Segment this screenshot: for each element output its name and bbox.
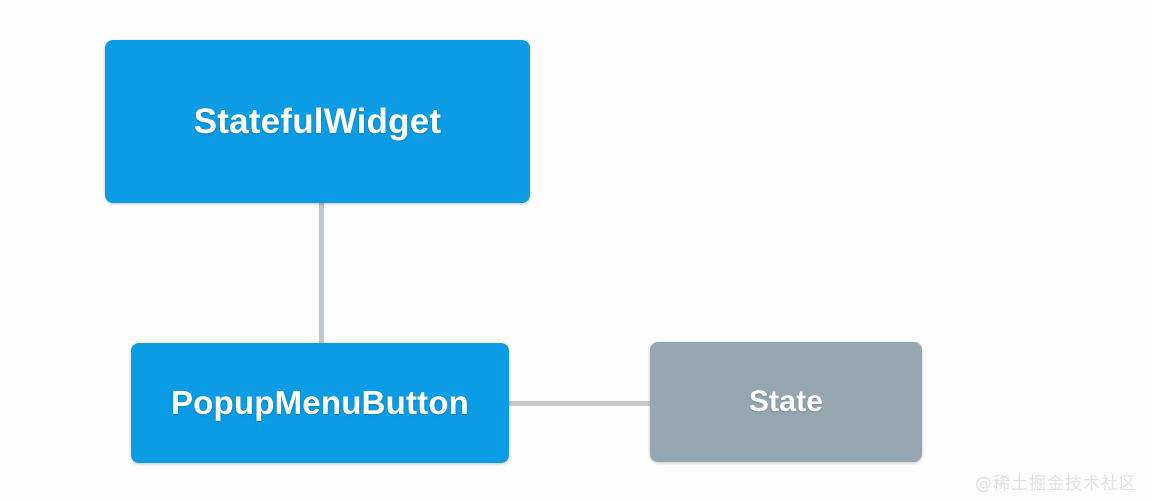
edge-stateful-widget-to-popup-menu-button xyxy=(319,200,324,346)
node-popup-menu-button[interactable]: PopupMenuButton xyxy=(131,343,509,463)
node-state[interactable]: State xyxy=(650,342,922,462)
node-stateful-widget[interactable]: StatefulWidget xyxy=(105,40,530,203)
edge-popup-menu-button-to-state xyxy=(504,401,654,406)
watermark: @稀土掘金技术社区 xyxy=(975,474,1137,494)
node-stateful-widget-label: StatefulWidget xyxy=(193,101,442,141)
node-state-label: State xyxy=(748,385,824,418)
node-popup-menu-button-label: PopupMenuButton xyxy=(170,384,470,421)
